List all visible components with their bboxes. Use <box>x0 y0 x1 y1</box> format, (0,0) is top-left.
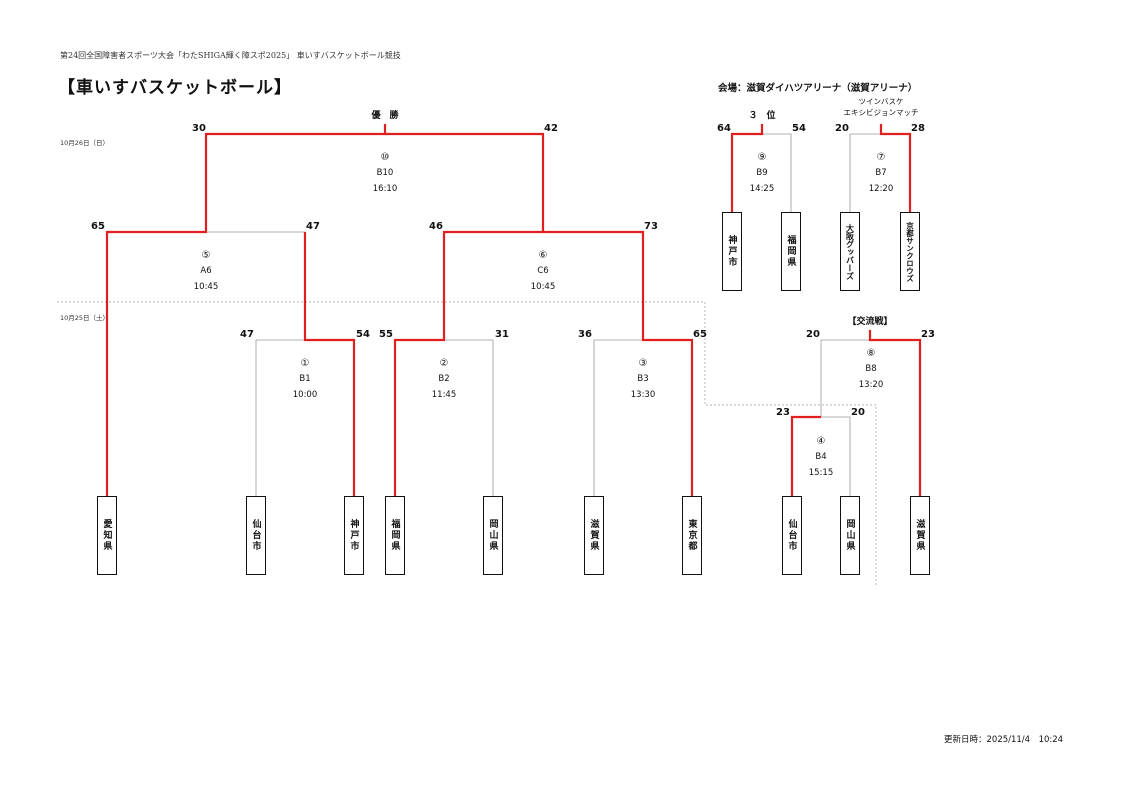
exchange-label: 【交流戦】 <box>847 317 893 327</box>
match-code: B9 <box>756 168 768 178</box>
score: 54 <box>356 329 370 340</box>
match-code: A6 <box>200 266 212 276</box>
team-box-osaka: 大阪グッバーズ <box>840 212 860 291</box>
score: 28 <box>911 123 925 134</box>
team-box-shiga: 滋賀県 <box>584 496 604 575</box>
match-number: ③ <box>638 358 648 369</box>
match-code: B2 <box>438 374 450 384</box>
match-time: 10:45 <box>193 282 219 292</box>
score: 23 <box>776 407 790 418</box>
match-number: ④ <box>816 436 826 447</box>
team-box-kyoto: 京都サンクロウズ <box>900 212 920 291</box>
twin-label-2: エキシビジョンマッチ <box>843 108 919 117</box>
team-box-sendai: 仙台市 <box>246 496 266 575</box>
third-place-label: ３ 位 <box>748 111 776 121</box>
match-code: B1 <box>299 374 311 384</box>
match-number: ⑥ <box>538 250 548 261</box>
event-header: 第24回全国障害者スポーツ大会「わたSHIGA輝く障スポ2025」 車いすバスケ… <box>60 51 401 60</box>
team-box-okayama-exchange: 岡山県 <box>840 496 860 575</box>
match-number: ⑧ <box>866 348 876 359</box>
score: 36 <box>578 329 592 340</box>
score: 31 <box>495 329 509 340</box>
score: 65 <box>693 329 707 340</box>
venue-label: 会場：滋賀ダイハツアリーナ（滋賀アリーナ） <box>718 83 918 94</box>
match-number: ⑤ <box>201 250 211 261</box>
score: 47 <box>306 221 320 232</box>
match-code: B8 <box>865 364 877 374</box>
match-number: ⑦ <box>876 152 886 163</box>
score: 73 <box>644 221 658 232</box>
score: 20 <box>835 123 849 134</box>
match-code: B10 <box>376 168 394 178</box>
match-time: 10:00 <box>292 390 318 400</box>
score: 20 <box>806 329 820 340</box>
match-number: ⑨ <box>757 152 767 163</box>
team-box-aichi: 愛知県 <box>97 496 117 575</box>
match-code: B7 <box>875 168 887 178</box>
team-box-tokyo: 東京都 <box>682 496 702 575</box>
team-box-sendai-exchange: 仙台市 <box>782 496 802 575</box>
final-label: 優 勝 <box>371 111 399 121</box>
score: 42 <box>544 123 558 134</box>
match-number: ② <box>439 358 449 369</box>
match-code: B3 <box>637 374 649 384</box>
match-time: 12:20 <box>868 184 894 194</box>
match-number: ⑩ <box>380 152 390 163</box>
score: 23 <box>921 329 935 340</box>
score: 65 <box>91 221 105 232</box>
match-time: 10:45 <box>530 282 556 292</box>
match-code: C6 <box>537 266 549 276</box>
score: 46 <box>429 221 443 232</box>
page-title: 【車いすバスケットボール】 <box>58 78 292 98</box>
date-day1: 10月25日（土） <box>60 314 110 322</box>
match-time: 11:45 <box>431 390 457 400</box>
match-time: 15:15 <box>808 468 834 478</box>
score: 47 <box>240 329 254 340</box>
match-time: 13:30 <box>630 390 656 400</box>
team-box-fukuoka-third: 福岡県 <box>781 212 801 291</box>
updated-timestamp: 更新日時：2025/11/4 10:24 <box>944 735 1064 745</box>
match-code: B4 <box>815 452 827 462</box>
team-box-shiga-exchange: 滋賀県 <box>910 496 930 575</box>
score: 30 <box>192 123 206 134</box>
score: 64 <box>717 123 731 134</box>
score: 55 <box>379 329 393 340</box>
date-day2: 10月26日（日） <box>60 139 110 147</box>
team-box-fukuoka: 福岡県 <box>385 496 405 575</box>
score: 20 <box>851 407 865 418</box>
match-time: 16:10 <box>372 184 398 194</box>
twin-label-1: ツインバスケ <box>858 97 904 106</box>
team-box-kobe: 神戸市 <box>344 496 364 575</box>
team-box-kobe-third: 神戸市 <box>722 212 742 291</box>
team-box-okayama: 岡山県 <box>483 496 503 575</box>
match-time: 14:25 <box>749 184 775 194</box>
score: 54 <box>792 123 806 134</box>
match-time: 13:20 <box>858 380 884 390</box>
match-number: ① <box>300 358 310 369</box>
